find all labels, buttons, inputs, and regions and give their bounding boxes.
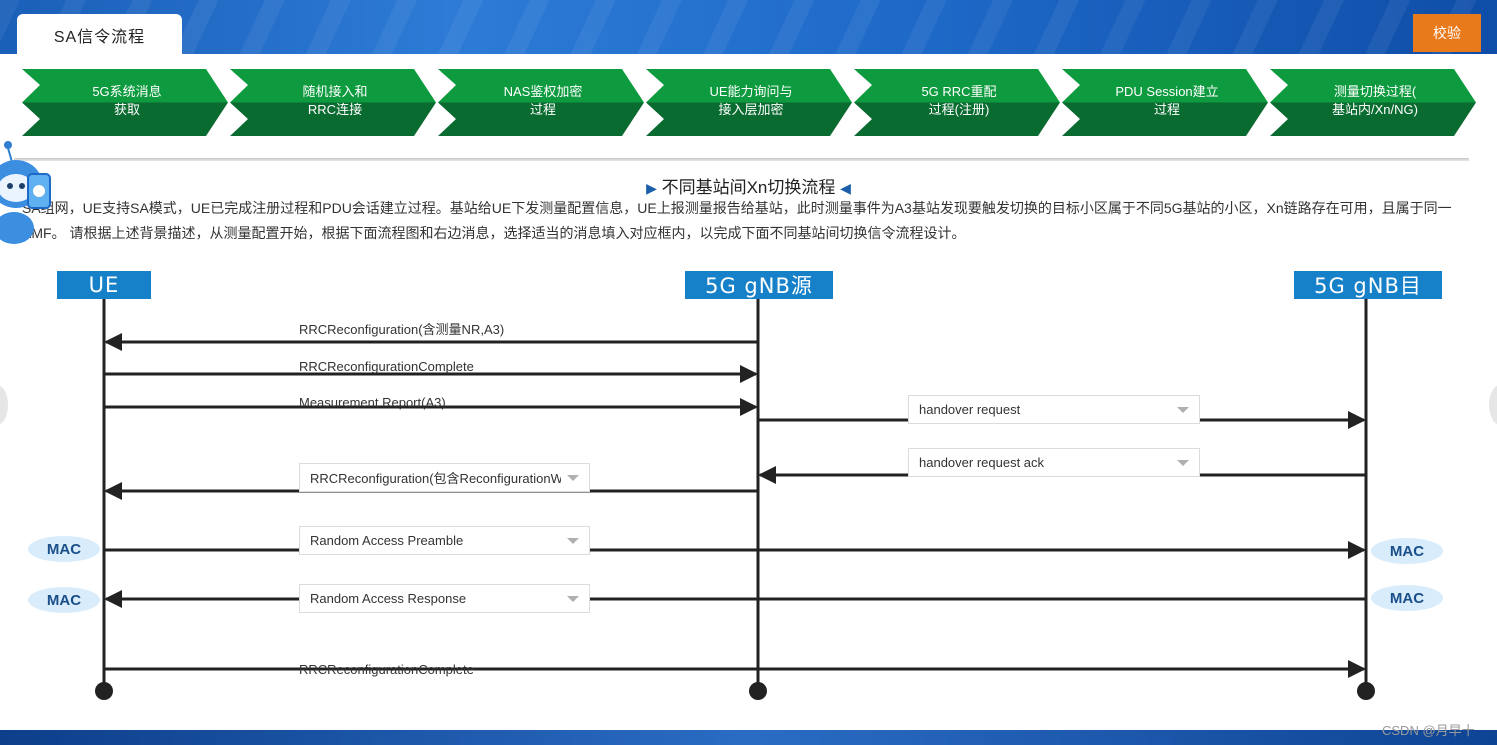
step-label-line1: PDU Session建立 [1115,83,1219,99]
step-label-line2: 过程(注册) [928,101,990,117]
section-divider [14,158,1469,161]
node-ue: UE [57,271,151,299]
step-label-line1: 5G RRC重配 [921,83,997,99]
message-rrc-reconfig-meas: RRCReconfiguration(含测量NR,A3) [299,322,505,337]
chevron-down-icon [1177,406,1189,413]
top-banner [0,0,1497,56]
chevron-down-icon [567,537,579,544]
step-label-line1: 5G系统消息 [92,83,162,99]
step-pdu-session[interactable]: PDU Session建立过程 [1062,69,1268,136]
step-label-line2: RRC连接 [307,101,363,117]
select-ra-response[interactable]: Random Access Response [299,584,590,613]
chevron-down-icon [567,474,579,481]
select-value: Random Access Response [310,591,467,606]
flow-lines [95,298,1375,700]
chevron-down-icon [1177,459,1189,466]
message-rrc-complete: RRCReconfigurationComplete [299,359,474,374]
select-handover-request[interactable]: handover request [908,395,1200,424]
step-label-line1: NAS鉴权加密 [503,83,583,99]
scenario-description: SA组网，UE支持SA模式，UE已完成注册过程和PDU会话建立过程。基站给UE下… [22,200,1452,241]
mac-badge-ue-1: MAC [28,536,100,562]
signaling-flow-diagram: UE 5G gNB源 5G gNB目 RRCReconfiguration(含测… [0,268,1497,708]
step-5g-system-info[interactable]: 5G系统消息获取 [22,69,228,136]
main-panel [0,54,1497,730]
step-label-line1: UE能力询问与 [709,83,793,99]
node-gnb-source: 5G gNB源 [685,271,833,299]
watermark: CSDN @月早十 [1382,723,1475,738]
select-value: RRCReconfiguration(包含ReconfigurationWith… [310,471,561,486]
bottom-banner [0,730,1497,745]
step-label-line1: 随机接入和 [302,83,368,99]
section-title-text: 不同基站间Xn切换流程 [661,178,836,197]
title-left-marker-icon: ▶ [646,180,657,196]
select-rrc-reconfig-sync[interactable]: RRCReconfiguration(包含ReconfigurationWith… [299,463,590,492]
check-button[interactable]: 校验 [1413,14,1481,52]
node-gnb-target: 5G gNB目 [1294,271,1442,299]
step-label-line2: 基站内/Xn/NG) [1332,101,1418,117]
scroll-right-handle[interactable] [1489,385,1497,425]
step-rrc-reconfig[interactable]: 5G RRC重配过程(注册) [854,69,1060,136]
step-random-access[interactable]: 随机接入和 RRC连接 [230,69,436,136]
select-ra-preamble[interactable]: Random Access Preamble [299,526,590,555]
step-nas-auth[interactable]: NAS鉴权加密过程 [438,69,644,136]
mac-badge-target-1: MAC [1371,538,1443,564]
robot-mascot-icon [0,141,51,244]
select-value: handover request ack [919,455,1045,470]
step-measurement-handover[interactable]: 测量切换过程( 基站内/Xn/NG) [1270,69,1476,136]
section-title: ▶ 不同基站间Xn切换流程 ◀ [0,173,1497,198]
message-measurement-report: Measurement Report(A3) [299,395,446,410]
step-label-line2: 过程 [529,101,556,117]
select-value: Random Access Preamble [310,533,464,548]
step-label-line2: 获取 [113,101,140,117]
message-rrc-complete-final: RRCReconfigurationComplete [299,662,474,677]
tab-sa-signaling[interactable]: SA信令流程 [17,14,182,56]
title-right-marker-icon: ◀ [840,180,851,196]
select-handover-request-ack[interactable]: handover request ack [908,448,1200,477]
mac-badge-target-2: MAC [1371,585,1443,611]
step-label-line2: 接入层加密 [718,101,784,117]
step-label-line1: 测量切换过程( [1333,83,1417,99]
select-value: handover request [919,402,1021,417]
scroll-left-handle[interactable] [0,385,8,425]
step-ue-capability[interactable]: UE能力询问与接入层加密 [646,69,852,136]
step-label-line2: 过程 [1153,101,1180,117]
chevron-down-icon [567,595,579,602]
mac-badge-ue-2: MAC [28,587,100,613]
